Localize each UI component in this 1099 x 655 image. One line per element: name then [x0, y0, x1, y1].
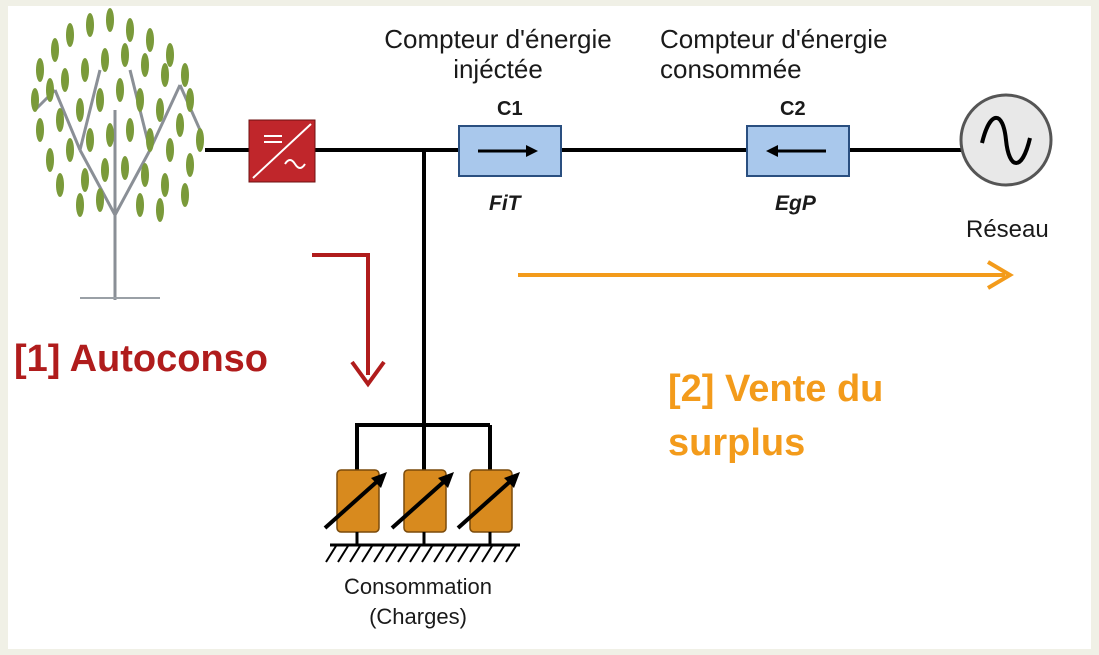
- meter-c2-title: Compteur d'énergie consommée: [660, 24, 888, 84]
- leaf: [66, 138, 74, 162]
- leaf: [126, 118, 134, 142]
- leaf: [136, 88, 144, 112]
- leaf: [136, 193, 144, 217]
- leaf: [141, 163, 149, 187]
- ground-hatch: [325, 543, 520, 563]
- autoconso-arrow: [312, 253, 386, 388]
- dc-ac-converter-icon: [248, 119, 316, 183]
- leaf: [116, 78, 124, 102]
- meter-c2-id: C2: [780, 98, 806, 120]
- leaf: [146, 28, 154, 52]
- leaf: [76, 193, 84, 217]
- leaf: [46, 148, 54, 172]
- leaf: [146, 128, 154, 152]
- load-label: Consommation (Charges): [344, 574, 492, 629]
- leaf: [181, 63, 189, 87]
- leaf: [86, 13, 94, 37]
- wind-tree-icon: [31, 8, 204, 300]
- diagram-frame: [8, 6, 1091, 649]
- leaf: [36, 118, 44, 142]
- meter-c2-tariff: EgP: [775, 192, 816, 215]
- meter-c2: [746, 125, 850, 177]
- leaf: [106, 123, 114, 147]
- leaf: [61, 68, 69, 92]
- meter-c1-tariff: FiT: [489, 192, 521, 215]
- leaf: [86, 128, 94, 152]
- leaf: [126, 18, 134, 42]
- leaf: [186, 88, 194, 112]
- grid-label: Réseau: [966, 216, 1049, 243]
- leaf: [106, 8, 114, 32]
- ac-sine-icon: [959, 93, 1053, 187]
- leaf: [186, 153, 194, 177]
- leaf: [81, 58, 89, 82]
- meter-c1: [458, 125, 562, 177]
- leaf: [176, 113, 184, 137]
- variable-resistor-icon: [323, 469, 520, 545]
- leaf: [101, 158, 109, 182]
- leaf: [181, 183, 189, 207]
- meter-c1-title: Compteur d'énergie injéctée: [384, 24, 612, 84]
- leaf: [51, 38, 59, 62]
- leaf: [166, 43, 174, 67]
- leaf: [196, 128, 204, 152]
- autoconso-label: [1] Autoconso: [14, 338, 269, 380]
- leaf: [96, 88, 104, 112]
- leaf: [76, 98, 84, 122]
- leaf: [141, 53, 149, 77]
- leaf: [66, 23, 74, 47]
- leaf: [161, 63, 169, 87]
- leaf: [161, 173, 169, 197]
- leaf: [166, 138, 174, 162]
- vente-arrow: [518, 260, 1014, 290]
- leaf: [121, 43, 129, 67]
- leaf: [56, 173, 64, 197]
- leaf: [56, 108, 64, 132]
- leaf: [31, 88, 39, 112]
- leaf: [101, 48, 109, 72]
- meter-c1-id: C1: [497, 98, 523, 120]
- vente-label: [2] Vente du surplus: [668, 368, 884, 464]
- leaf: [121, 156, 129, 180]
- leaf: [46, 78, 54, 102]
- leaf: [81, 168, 89, 192]
- leaf: [96, 188, 104, 212]
- leaf: [156, 198, 164, 222]
- leaf: [36, 58, 44, 82]
- leaf: [156, 98, 164, 122]
